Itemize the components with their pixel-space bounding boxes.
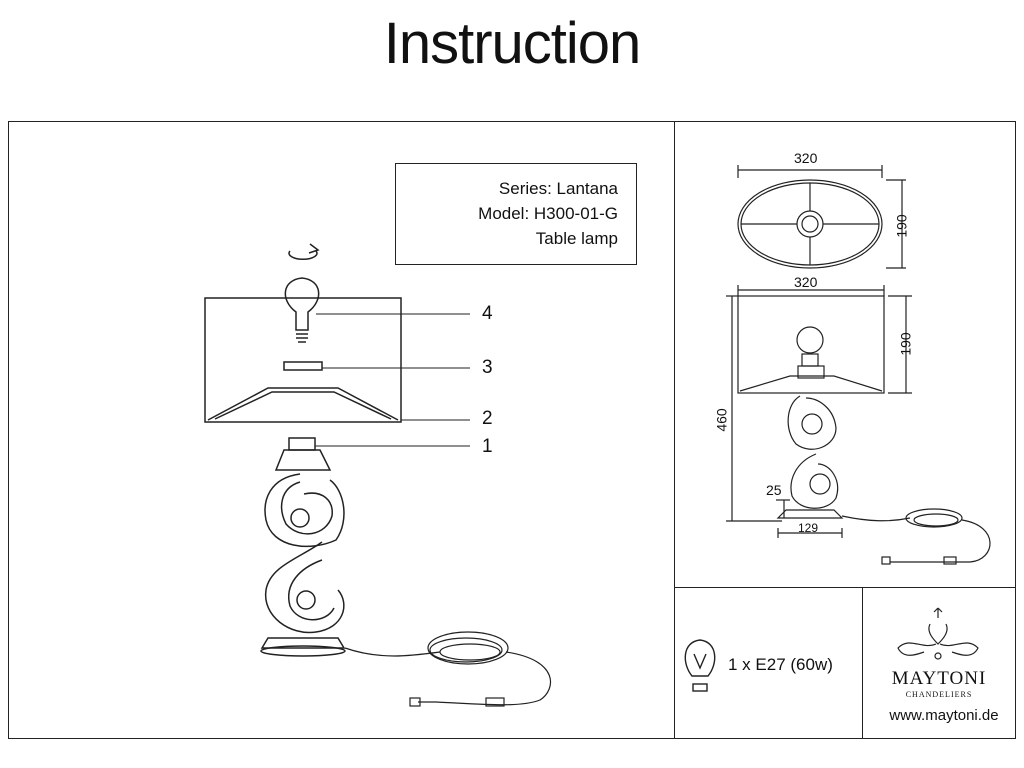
series-label: Series: Lantana (498, 179, 618, 198)
maytoni-logo-icon (897, 607, 979, 660)
dim-base-height: 25 (766, 482, 782, 498)
part-number-3: 3 (482, 357, 493, 378)
cable-icon (344, 631, 552, 707)
bulb-spec-icon (684, 639, 716, 692)
type-label: Table lamp (535, 229, 618, 248)
divider-footer (862, 587, 863, 739)
divider-horizontal (674, 587, 1016, 588)
dim-top-width: 320 (794, 150, 818, 166)
front-view (726, 285, 991, 565)
dim-base-width: 129 (798, 521, 819, 535)
rotate-arrow-icon (288, 243, 320, 260)
dim-shade-height: 190 (897, 332, 914, 356)
part-number-2: 2 (482, 408, 493, 429)
lampshade-icon (204, 297, 402, 423)
ring-nut-icon (283, 361, 323, 371)
scroll-body-icon (264, 473, 345, 634)
bulb-spec: 1 x E27 (60w) (728, 655, 833, 674)
divider-vertical (674, 121, 675, 739)
part-number-1: 1 (482, 436, 493, 457)
page-title: Instruction (383, 11, 642, 76)
brand-url: www.maytoni.de (889, 707, 999, 724)
part-number-4: 4 (482, 303, 493, 324)
socket-icon (274, 437, 332, 471)
top-view (737, 165, 906, 269)
dim-total-height: 460 (713, 408, 730, 432)
diagram-frame (8, 121, 1016, 739)
model-label: Model: H300-01-G (478, 204, 618, 223)
base-icon (260, 637, 346, 657)
brand-name: MAYTONI (891, 668, 987, 689)
product-info-box: Series: Lantana Model: H300-01-G Table l… (395, 163, 637, 265)
dim-top-depth: 190 (893, 214, 910, 238)
brand-subtitle: CHANDELIERS (905, 690, 973, 699)
dim-side-width: 320 (794, 274, 818, 290)
